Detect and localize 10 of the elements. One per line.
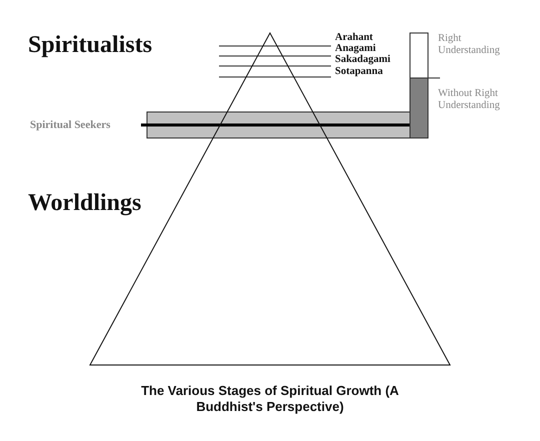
caption: The Various Stages of Spiritual Growth (A Buddhist's Perspective) [140,383,400,416]
band-label: Spiritual Seekers [30,119,110,132]
legend-note: Right Understanding [438,33,501,56]
heading-label: Spiritualists [28,32,152,58]
heading-label: Worldlings [28,190,142,216]
stage-label: Arahant [335,32,373,44]
stage-label: Anagami [335,43,376,54]
legend-note: Without Right Understanding [438,88,501,112]
stage-label: Sakadagami [335,54,390,66]
stage-label: Sotapanna [335,66,383,78]
